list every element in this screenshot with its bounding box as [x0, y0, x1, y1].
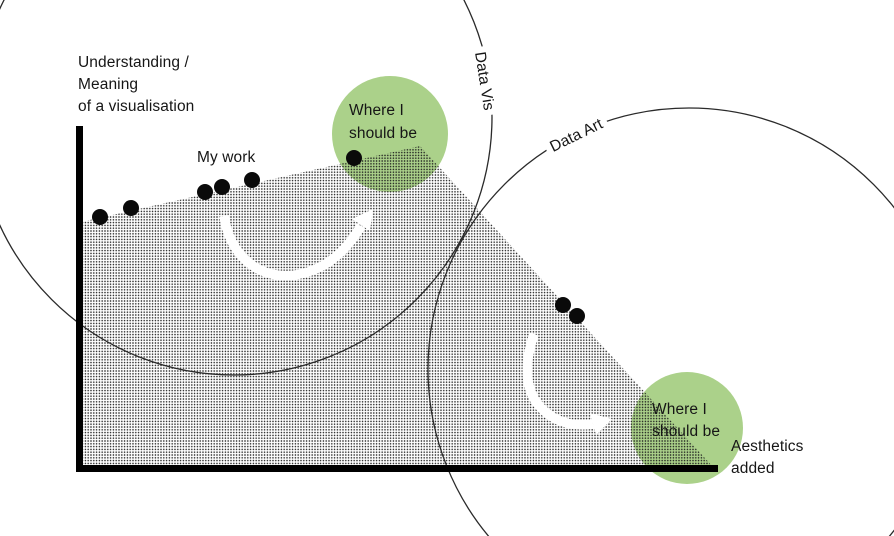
data-point-dot: [123, 200, 139, 216]
arrows-layer: [219, 209, 612, 435]
improvement-arrow-dataart: [522, 332, 594, 430]
axes-layer: [76, 126, 718, 472]
data-point-dot: [92, 209, 108, 225]
where-label-1-line1: Where I: [349, 102, 404, 119]
improvement-arrow-dataart-head: [590, 413, 612, 435]
data-point-dot: [569, 308, 585, 324]
improvement-arrow-datavis-head: [352, 209, 373, 231]
x-axis-label-line2: added: [731, 460, 775, 477]
y-axis-label-line3: of a visualisation: [78, 98, 195, 115]
data-point-dot: [197, 184, 213, 200]
data-point-dot: [214, 179, 230, 195]
y-axis-label: Understanding / Meaning of a visualisati…: [78, 52, 194, 118]
y-axis-label-line1: Understanding /: [78, 54, 189, 71]
x-axis-label: Aesthetics added: [731, 436, 804, 480]
where-label-1-line2: should be: [349, 124, 418, 142]
x-axis-label-line1: Aesthetics: [731, 438, 804, 455]
my-work-label: My work: [197, 149, 256, 166]
data-point-dot: [555, 297, 571, 313]
data-art-circle: [427, 107, 894, 536]
where-label-2-line2: should be: [652, 423, 721, 440]
y-axis-label-line2: Meaning: [78, 76, 139, 93]
data-dots-layer: [92, 150, 585, 324]
where-i-should-be-label-2: Where I should be: [652, 399, 720, 443]
shaded-halftone-region: [81, 146, 713, 467]
improvement-arrow-datavis: [219, 215, 366, 281]
data-point-dot: [346, 150, 362, 166]
y-axis-line: [76, 126, 83, 472]
where-i-should-be-label-1: Where I should be: [349, 100, 417, 145]
where-label-2-line1: Where I: [652, 401, 707, 418]
data-vis-circle: [0, 0, 493, 376]
data-point-dot: [244, 172, 260, 188]
x-axis-line: [76, 465, 718, 472]
